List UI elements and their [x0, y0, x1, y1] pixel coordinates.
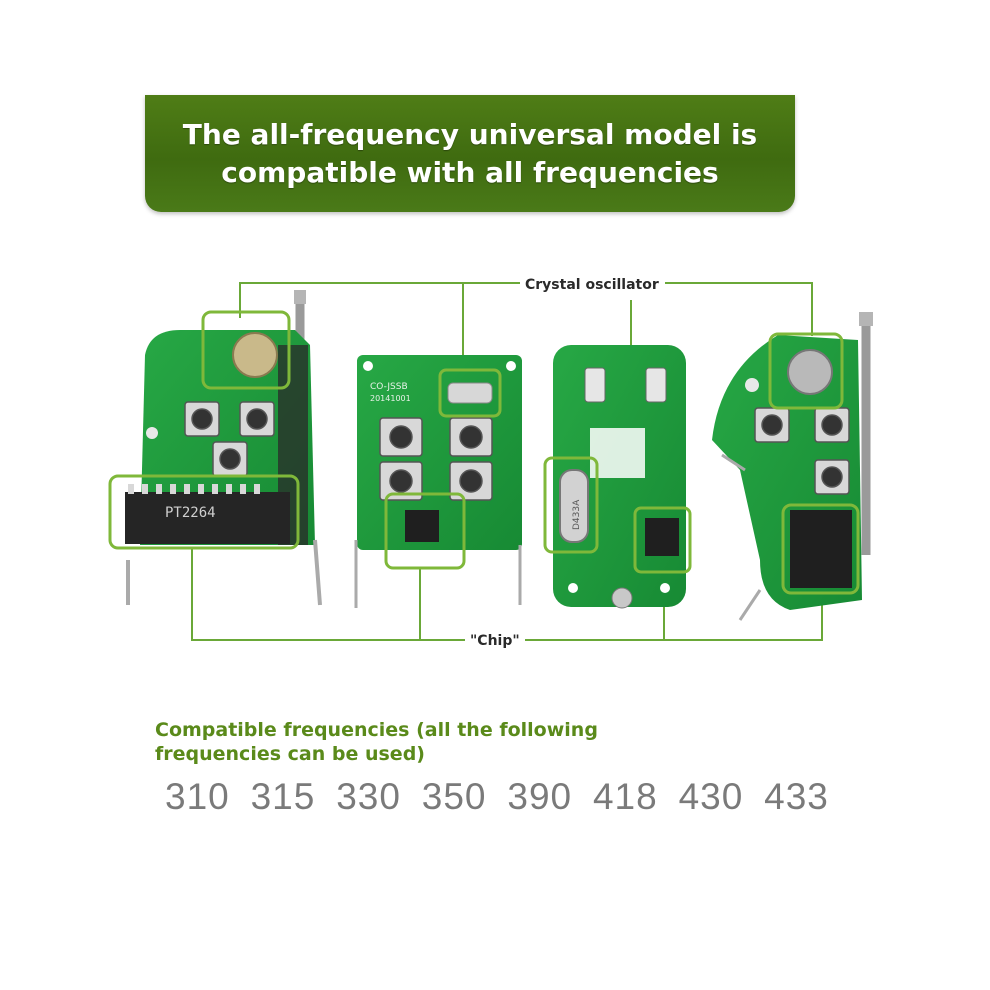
crystal-highlight-1 — [201, 310, 291, 390]
board-2-date: 20141001 — [370, 394, 411, 403]
remote-board-1: PT2264 — [125, 290, 322, 606]
chip-4 — [790, 510, 852, 588]
frequency-item: 433 — [764, 776, 829, 817]
chip-3 — [645, 518, 679, 556]
frequency-item: 418 — [592, 776, 658, 817]
banner-title-line-1: The all-frequency universal model is — [182, 117, 758, 151]
crystal-line-a — [239, 282, 520, 318]
chip-highlight-2 — [384, 492, 466, 570]
crystal-oscillator-2 — [447, 382, 493, 404]
banner-title-line-2: compatible with all frequencies — [221, 155, 719, 189]
chip-highlight-1 — [108, 474, 300, 550]
chip-1-marking: PT2264 — [165, 505, 216, 521]
remote-board-2: CO-JSSB 20141001 — [354, 355, 522, 608]
crystal-highlight-2 — [438, 368, 502, 418]
chip-label: "Chip" — [470, 633, 520, 649]
crystal-highlight-4 — [768, 332, 844, 410]
frequency-item: 430 — [678, 776, 744, 817]
chip-1 — [125, 492, 290, 544]
chip-line-b — [525, 592, 823, 641]
crystal-oscillator-label: Crystal oscillator — [525, 277, 659, 293]
compatible-frequencies-heading: Compatible frequencies (all the followin… — [155, 718, 598, 766]
chip-highlight-4 — [781, 503, 860, 595]
highlight-boxes — [108, 310, 860, 595]
crystal-oscillator-1 — [232, 332, 278, 378]
chip-highlight-3 — [633, 506, 692, 574]
frequency-item: 390 — [507, 776, 573, 817]
board-2-id: CO-JSSB — [370, 382, 408, 392]
compatible-line-1: Compatible frequencies (all the followin… — [155, 719, 598, 741]
chip-line-a — [191, 548, 465, 641]
crystal-line-b — [665, 282, 813, 336]
frequency-item: 330 — [336, 776, 401, 817]
crystal-3-marking: D433A — [572, 499, 582, 530]
frequency-list: 310 315 330 350 390 418 430 433 — [165, 776, 850, 818]
frequency-item: 350 — [421, 776, 487, 817]
frequency-item: 315 — [250, 776, 316, 817]
frequency-item: 310 — [165, 776, 230, 817]
title-banner: The all-frequency universal model is com… — [145, 95, 795, 212]
crystal-oscillator-3 — [559, 469, 589, 543]
crystal-oscillator-4 — [787, 349, 833, 395]
remote-board-4 — [712, 312, 873, 621]
remote-board-3: D433A — [553, 345, 686, 609]
pcb-1 — [140, 330, 315, 545]
crystal-highlight-3 — [543, 456, 599, 554]
compatible-line-2: frequencies can be used) — [155, 743, 425, 765]
pcb-2 — [357, 355, 522, 550]
chip-2 — [405, 510, 439, 542]
